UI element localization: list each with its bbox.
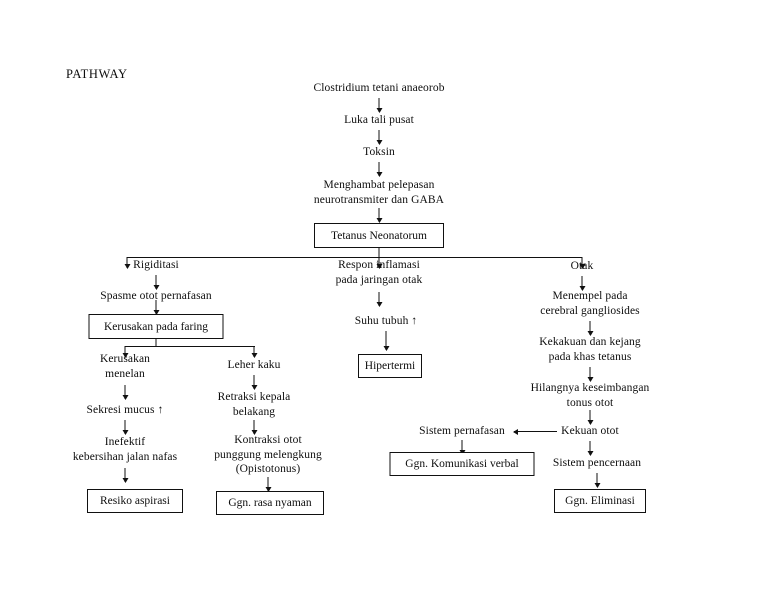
arrow-suhu-to-hipertermi: [385, 331, 387, 350]
bus-line-faring: [125, 346, 255, 347]
arrow-rigiditasi-to-spasme: [155, 275, 157, 289]
box-ggn-eliminasi: Ggn. Eliminasi: [554, 489, 646, 513]
node-inefektif-kebersihan-jalan-nafas: Inefektif kebersihan jalan nafas: [72, 436, 178, 463]
node-hilangnya-keseimbangan: Hilangnya keseimbangan tonus otot: [530, 382, 650, 409]
arrow-respon-to-suhu: [378, 292, 380, 306]
node-spasme-otot-pernafasan: Spasme otot pernafasan: [100, 290, 212, 302]
arrow-kekuan-to-sistem-pencernaan: [589, 441, 591, 455]
arrow-hilangnya-to-kekuan: [589, 410, 591, 424]
node-retraksi-kepala-belakang: Retraksi kepala belakang: [217, 391, 291, 418]
node-otak: Otak: [570, 260, 594, 272]
node-clostridium-tetani: Clostridium tetani anaeorob: [313, 82, 445, 94]
arrow-pencernaan-to-ggn-eliminasi: [596, 473, 598, 487]
node-kontraksi-otot-opistotonus: Kontraksi otot punggung melengkung (Opis…: [214, 434, 322, 475]
arrow-kekuan-to-sistem-pernafasan: [514, 431, 557, 432]
arrow-luka-to-toksin: [378, 130, 380, 144]
box-ggn-komunikasi-verbal: Ggn. Komunikasi verbal: [389, 452, 535, 476]
arrow-faring-to-leher-kaku: [253, 346, 255, 357]
arrow-retraksi-to-kontraksi: [253, 420, 255, 434]
node-sekresi-mucus: Sekresi mucus ↑: [86, 404, 164, 416]
arrow-leher-to-retraksi: [253, 375, 255, 389]
arrow-bus-to-rigiditasi: [126, 257, 128, 268]
arrow-sekresi-to-inefektif: [124, 420, 126, 434]
node-rigiditasi: Rigiditasi: [133, 259, 179, 271]
node-toksin: Toksin: [363, 146, 395, 158]
node-respon-inflamasi: Respon inflamasi pada jaringan otak: [335, 259, 423, 286]
arrow-bus-to-respon-inflamasi: [378, 257, 380, 268]
bus-stem-tetanus: [378, 248, 380, 258]
node-kerusakan-menelan: Kerusakan menelan: [99, 353, 151, 380]
node-kekuan-otot: Kekuan otot: [561, 425, 619, 437]
arrow-inefektif-to-resiko: [124, 468, 126, 482]
bus-line-tetanus: [127, 257, 582, 258]
arrow-menghambat-to-tetanus: [378, 208, 380, 222]
arrow-kontraksi-to-ggn-nyaman: [267, 477, 269, 491]
node-leher-kaku: Leher kaku: [227, 359, 281, 371]
arrow-faring-to-kerusakan-menelan: [124, 346, 126, 357]
box-resiko-aspirasi: Resiko aspirasi: [87, 489, 183, 513]
arrow-otak-to-menempel: [581, 276, 583, 290]
arrow-menempel-to-kekakuan: [589, 321, 591, 335]
node-menghambat-pelepasan: Menghambat pelepasan neurotransmiter dan…: [313, 179, 445, 206]
node-kekakuan-kejang: Kekakuan dan kejang pada khas tetanus: [539, 336, 641, 363]
arrow-pernafasan-to-ggn-komunikasi: [461, 440, 463, 454]
node-suhu-tubuh: Suhu tubuh ↑: [354, 315, 418, 327]
arrow-spasme-to-kerusakan-faring: [155, 300, 157, 314]
node-sistem-pencernaan: Sistem pencernaan: [552, 457, 642, 469]
box-ggn-rasa-nyaman: Ggn. rasa nyaman: [216, 491, 324, 515]
arrow-menelan-to-sekresi: [124, 385, 126, 399]
arrow-bus-to-otak: [581, 257, 583, 268]
arrow-toksin-to-menghambat: [378, 162, 380, 176]
arrow-kekakuan-to-hilangnya: [589, 367, 591, 381]
page-title: PATHWAY: [66, 67, 128, 81]
arrow-clostridium-to-luka: [378, 98, 380, 112]
box-tetanus-neonatorum: Tetanus Neonatorum: [314, 223, 444, 248]
bus-stem-faring: [155, 339, 157, 347]
node-luka-tali-pusat: Luka tali pusat: [344, 114, 414, 126]
node-sistem-pernafasan: Sistem pernafasan: [419, 425, 505, 437]
box-kerusakan-pada-faring: Kerusakan pada faring: [88, 314, 224, 339]
box-hipertermi: Hipertermi: [358, 354, 422, 378]
node-menempel-cerebral-gangliosides: Menempel pada cerebral gangliosides: [540, 290, 640, 317]
